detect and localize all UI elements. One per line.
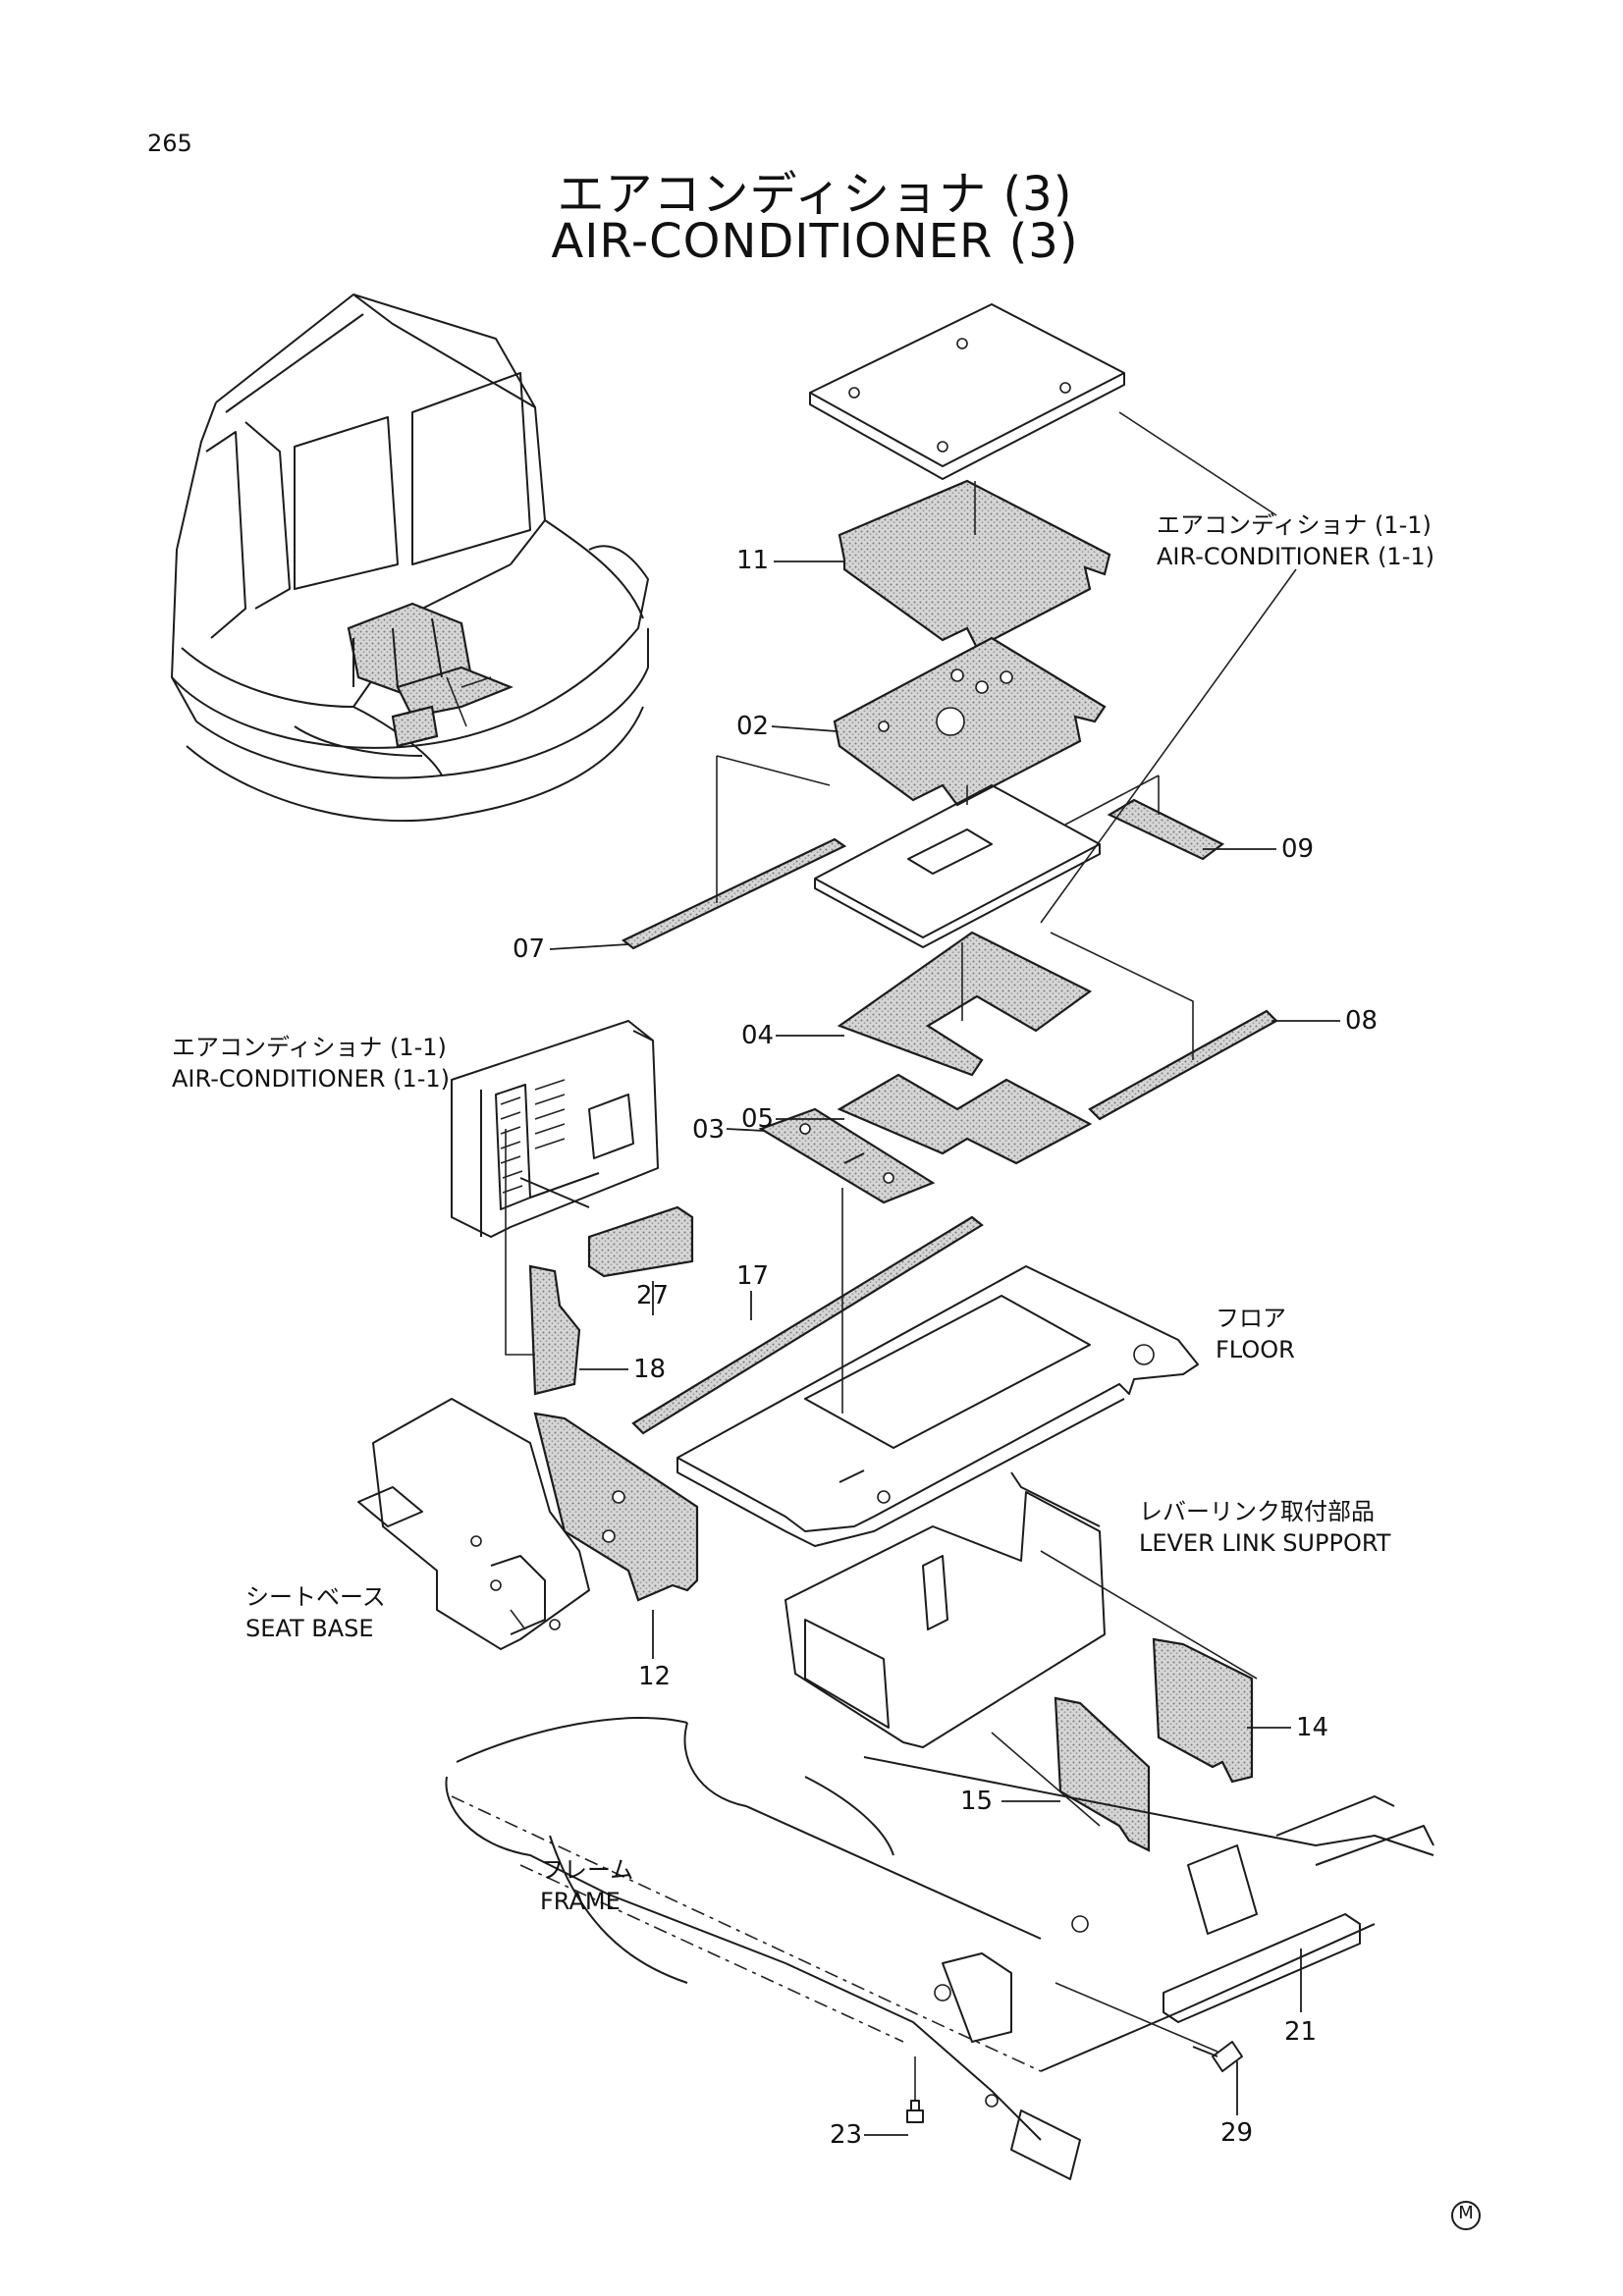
label-frame-en: FRAME <box>540 1888 621 1915</box>
pad-11 <box>838 479 1111 650</box>
label-ac-right-en: AIR-CONDITIONER (1-1) <box>1157 543 1434 570</box>
plate-03 <box>758 1107 936 1204</box>
block-27 <box>587 1205 694 1278</box>
part-number-08: 08 <box>1345 1006 1379 1036</box>
label-lever-ja: レバーリンク取付部品 <box>1139 1498 1375 1525</box>
part-number-27: 27 <box>636 1281 670 1310</box>
part-number-03: 03 <box>692 1115 726 1145</box>
part-number-14: 14 <box>1296 1713 1329 1742</box>
part-number-29: 29 <box>1220 2118 1254 2148</box>
label-lever-en: LEVER LINK SUPPORT <box>1139 1529 1391 1557</box>
part-number-12: 12 <box>638 1662 672 1691</box>
panel-14 <box>1152 1637 1254 1784</box>
label-floor-ja: フロア <box>1216 1305 1286 1332</box>
part-number-07: 07 <box>513 934 546 964</box>
strip-07 <box>621 837 847 950</box>
label-frame-ja: フレーム <box>540 1856 634 1884</box>
pad-04 <box>837 931 1093 1077</box>
middle-mounting-plate <box>814 784 1101 948</box>
part-number-02: 02 <box>736 712 770 741</box>
part-number-05: 05 <box>741 1104 775 1134</box>
seat-base <box>357 1398 590 1650</box>
panel-12 <box>533 1412 699 1602</box>
pad-05 <box>837 1073 1093 1165</box>
lever-link-support <box>784 1471 1106 1748</box>
panel-18 <box>528 1264 581 1396</box>
cab-overview-illustration <box>171 294 649 823</box>
title-english: AIR-CONDITIONER (3) <box>551 214 1079 269</box>
part-number-23: 23 <box>830 2120 863 2150</box>
part-number-18: 18 <box>633 1355 667 1384</box>
top-cover-plate <box>809 303 1125 480</box>
title-japanese: エアコンディショナ (3) <box>557 167 1073 222</box>
label-floor-en: FLOOR <box>1216 1336 1295 1363</box>
bolt-23 <box>906 2100 924 2123</box>
page-number: 265 <box>147 130 192 157</box>
bracket-21 <box>1163 1913 1361 2023</box>
strip-08 <box>1088 1009 1278 1121</box>
label-ac-left-ja: エアコンディショナ (1-1) <box>172 1034 447 1061</box>
part-number-04: 04 <box>741 1021 775 1050</box>
panel-15 <box>1054 1696 1151 1852</box>
label-ac-left-en: AIR-CONDITIONER (1-1) <box>172 1065 450 1093</box>
m-mark: M <box>1458 2203 1474 2223</box>
part-number-21: 21 <box>1284 2017 1318 2047</box>
ac-unit-housing <box>451 1020 659 1238</box>
part-number-11: 11 <box>736 546 770 575</box>
m-mark-circle <box>1451 2201 1481 2230</box>
label-seat-en: SEAT BASE <box>245 1615 374 1642</box>
pad-02 <box>833 636 1107 807</box>
part-number-17: 17 <box>736 1261 770 1291</box>
label-ac-right-ja: エアコンディショナ (1-1) <box>1157 511 1432 539</box>
leader-lines <box>505 411 1340 2136</box>
strip-17 <box>631 1215 984 1435</box>
frame <box>445 1717 1434 2180</box>
strip-09 <box>1107 798 1225 861</box>
bolt-29 <box>1192 2041 1243 2072</box>
label-seat-ja: シートベース <box>245 1583 386 1611</box>
part-number-15: 15 <box>960 1787 994 1816</box>
floor-plate <box>676 1265 1199 1547</box>
part-number-09: 09 <box>1281 834 1315 864</box>
